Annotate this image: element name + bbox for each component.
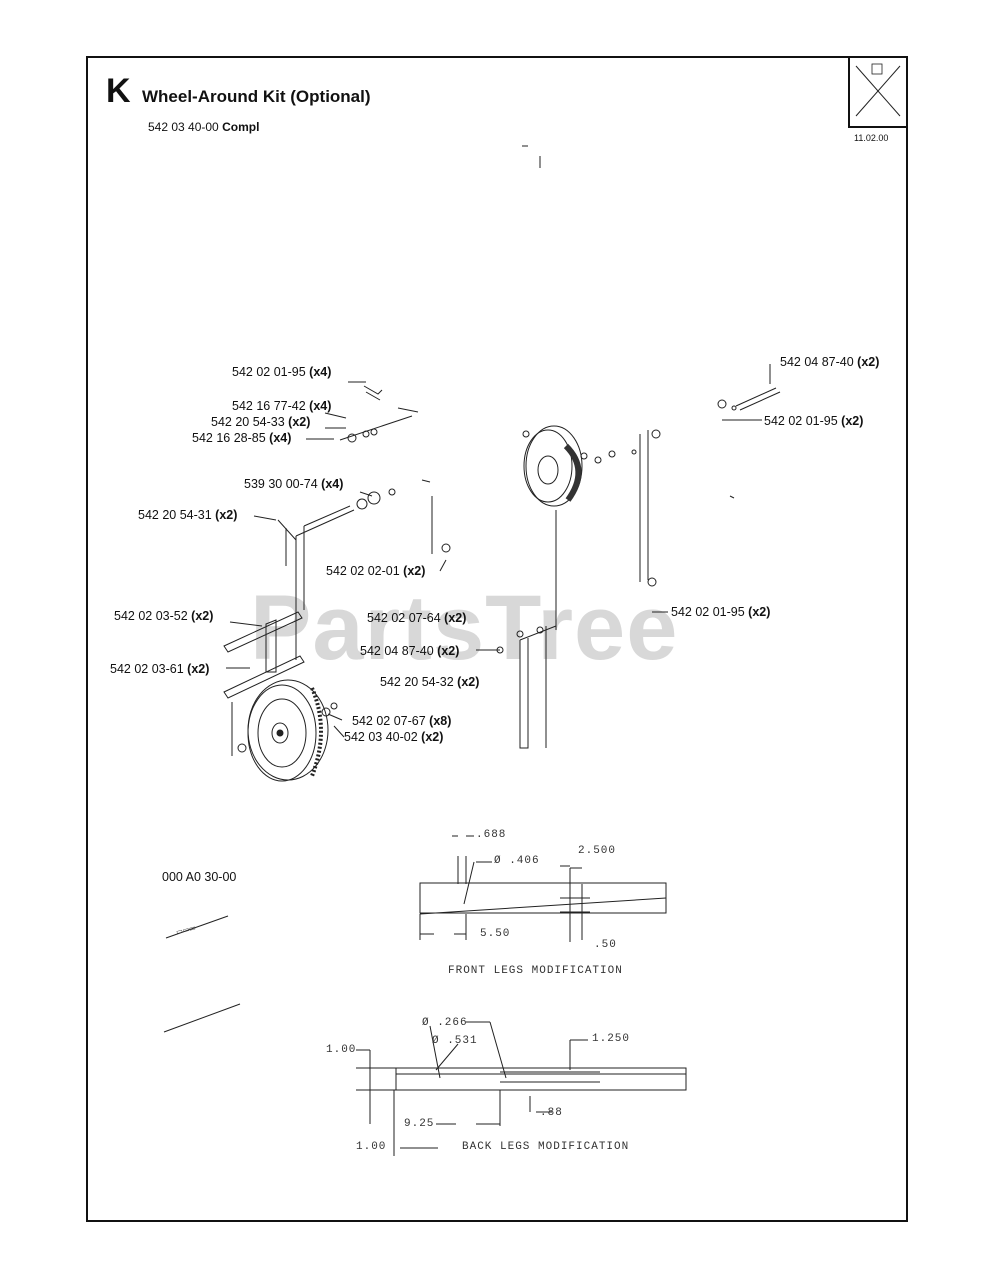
corner-stamp-icon bbox=[855, 63, 901, 117]
back-dim-7: 1.00 bbox=[356, 1141, 387, 1153]
watermark: PartsTree bbox=[250, 577, 679, 679]
part-label: 542 02 02-01 (x2) bbox=[326, 564, 426, 578]
page-title: Wheel-Around Kit (Optional) bbox=[142, 87, 371, 106]
part-label: 542 02 07-64 (x2) bbox=[367, 611, 467, 625]
part-label: 542 04 87-40 (x2) bbox=[360, 644, 460, 658]
back-dim-2: Ø .531 bbox=[432, 1035, 478, 1047]
part-label: 542 02 01-95 (x2) bbox=[764, 414, 864, 428]
corner-stamp-box bbox=[848, 58, 906, 128]
part-label: 542 16 28-85 (x4) bbox=[192, 431, 292, 445]
instruction-sheet-number: 000 A0 30-00 bbox=[162, 870, 237, 884]
front-dim-5: .50 bbox=[594, 939, 617, 951]
front-legs-caption: FRONT LEGS MODIFICATION bbox=[448, 965, 623, 977]
part-label: 542 02 03-52 (x2) bbox=[114, 609, 214, 623]
part-label: 542 02 01-95 (x4) bbox=[232, 365, 332, 379]
back-legs-caption: BACK LEGS MODIFICATION bbox=[462, 1141, 630, 1153]
front-dim-2: Ø .406 bbox=[494, 855, 540, 867]
part-label: 542 03 40-02 (x2) bbox=[344, 730, 444, 744]
part-label: 539 30 00-74 (x4) bbox=[244, 477, 344, 491]
kit-number-value: 542 03 40-00 bbox=[148, 120, 219, 134]
kit-number: 542 03 40-00 Compl bbox=[148, 120, 259, 134]
part-label: 542 02 03-61 (x2) bbox=[110, 662, 210, 676]
back-dim-1: Ø .266 bbox=[422, 1017, 468, 1029]
part-label: 542 02 01-95 (x2) bbox=[671, 605, 771, 619]
front-dim-1: .688 bbox=[476, 829, 507, 841]
part-label: 542 02 07-67 (x8) bbox=[352, 714, 452, 728]
part-label: 542 20 54-32 (x2) bbox=[380, 675, 480, 689]
back-dim-3: 1.250 bbox=[592, 1033, 631, 1045]
page-frame bbox=[86, 56, 908, 1222]
front-dim-3: 2.500 bbox=[578, 845, 617, 857]
part-label: 542 16 77-42 (x4) bbox=[232, 399, 332, 413]
back-dim-6: .88 bbox=[540, 1107, 563, 1119]
part-label: 542 20 54-33 (x2) bbox=[211, 415, 311, 429]
section-letter: K bbox=[106, 72, 131, 110]
back-dim-4: 1.00 bbox=[326, 1044, 357, 1056]
part-label: 542 20 54-31 (x2) bbox=[138, 508, 238, 522]
corner-date: 11.02.00 bbox=[854, 133, 889, 143]
front-dim-4: 5.50 bbox=[480, 928, 511, 940]
kit-number-suffix: Compl bbox=[222, 120, 260, 134]
part-label: 542 04 87-40 (x2) bbox=[780, 355, 880, 369]
back-dim-5: 9.25 bbox=[404, 1118, 435, 1130]
